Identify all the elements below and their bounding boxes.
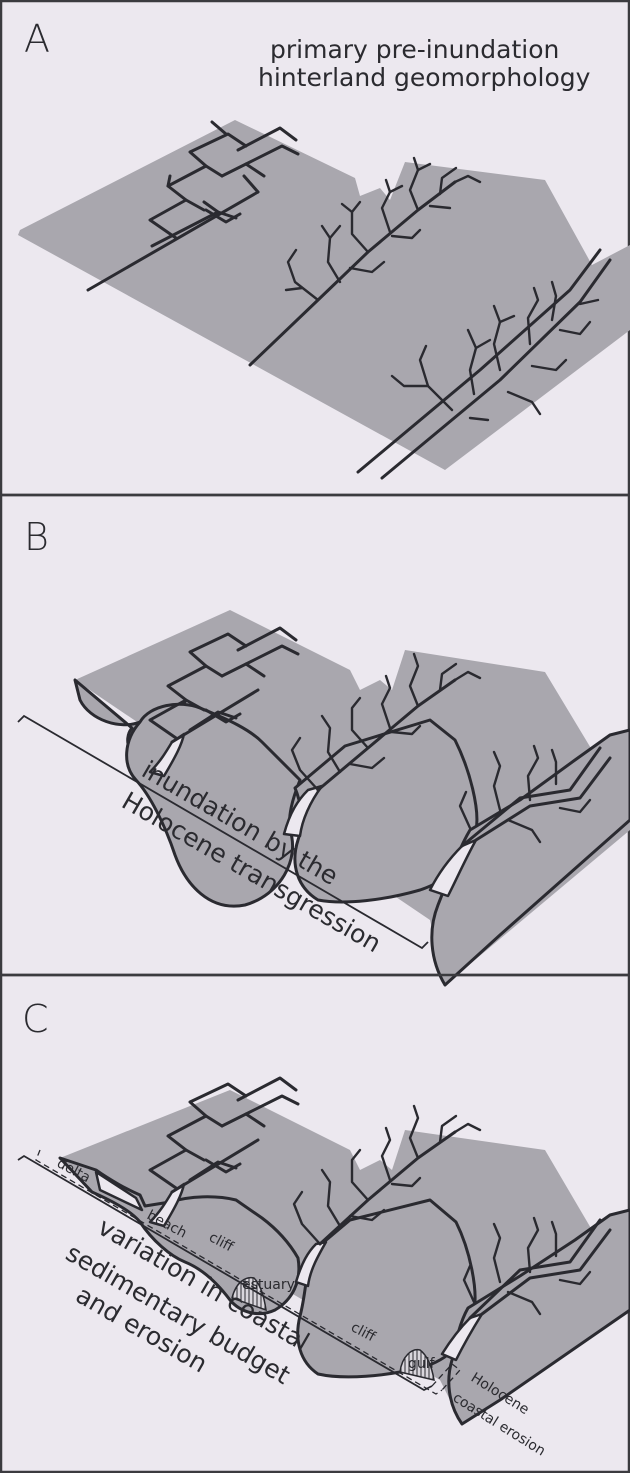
panel-a-title-line1: primary pre-inundation <box>270 35 559 64</box>
panel-b: B <box>1 495 630 985</box>
panel-b-letter: B <box>24 515 49 559</box>
panel-a: A primary pre-inundation hinterland geom… <box>1 1 630 495</box>
panel-c: C <box>1 975 630 1472</box>
panel-a-letter: A <box>24 17 50 61</box>
label-gulf: gulf <box>408 1356 436 1372</box>
panel-c-letter: C <box>22 997 49 1041</box>
label-estuary: estuary <box>242 1277 295 1293</box>
panel-a-title-line2: hinterland geomorphology <box>258 63 591 92</box>
